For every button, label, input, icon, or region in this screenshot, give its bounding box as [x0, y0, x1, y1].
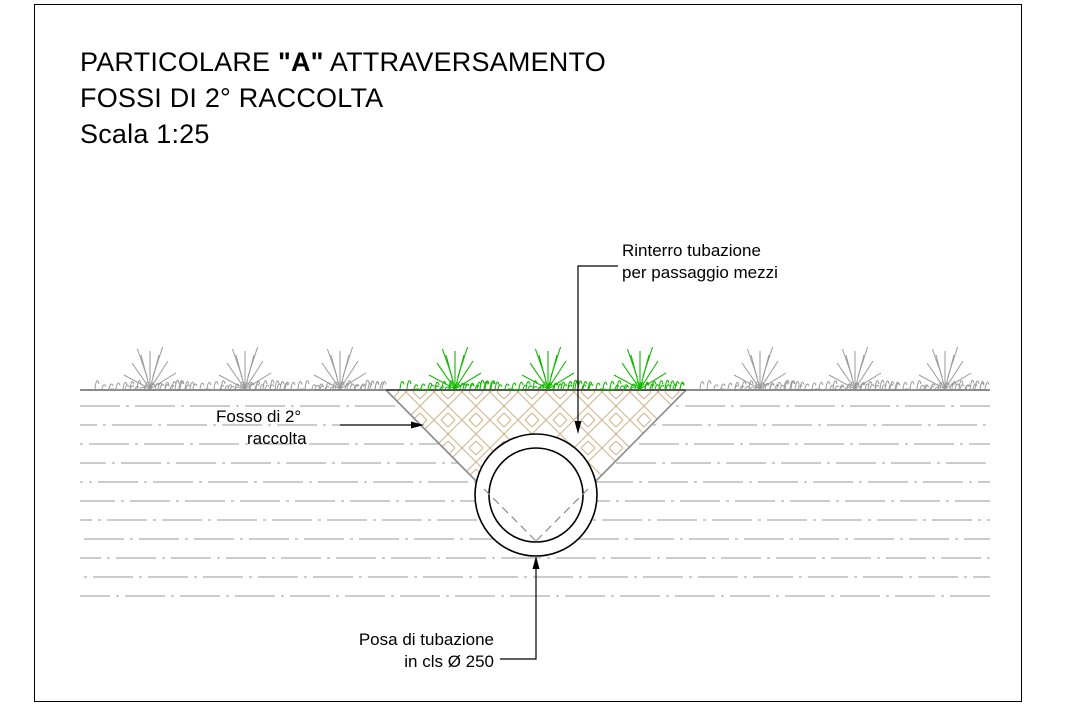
title-text-pre: PARTICOLARE	[80, 47, 278, 77]
label-fosso-line1: Fosso di 2°	[216, 407, 302, 426]
drawing-frame	[34, 4, 1022, 702]
grass-gray-right	[699, 346, 990, 391]
label-posa-line1: Posa di tubazione	[358, 630, 494, 649]
leader-posa	[500, 556, 540, 660]
trench-wall-left	[385, 389, 485, 490]
label-posa: Posa di tubazione in cls Ø 250	[310, 629, 494, 673]
grass-gray-left	[94, 346, 387, 391]
concrete-pipe	[474, 433, 598, 557]
label-rinterro-line1: Rinterro tubazione	[622, 241, 761, 260]
grass-green-center	[399, 346, 685, 391]
label-fosso-line2: raccolta	[247, 429, 307, 448]
title-text-bold: "A"	[277, 47, 324, 77]
scale-label: Scala 1:25	[80, 119, 210, 149]
label-rinterro: Rinterro tubazione per passaggio mezzi	[622, 240, 778, 284]
leader-rinterro	[574, 265, 618, 434]
leader-fosso	[340, 421, 424, 429]
title-line-2: FOSSI DI 2° RACCOLTA	[80, 83, 384, 113]
title-text-post: ATTRAVERSAMENTO	[323, 47, 606, 77]
title-block: PARTICOLARE "A" ATTRAVERSAMENTO FOSSI DI…	[80, 44, 606, 152]
label-fosso: Fosso di 2° raccolta	[216, 406, 336, 450]
trench-wall-right	[587, 389, 687, 490]
label-posa-line2: in cls Ø 250	[404, 652, 494, 671]
label-rinterro-line2: per passaggio mezzi	[622, 263, 778, 282]
title-line-1: PARTICOLARE "A" ATTRAVERSAMENTO	[80, 44, 606, 80]
